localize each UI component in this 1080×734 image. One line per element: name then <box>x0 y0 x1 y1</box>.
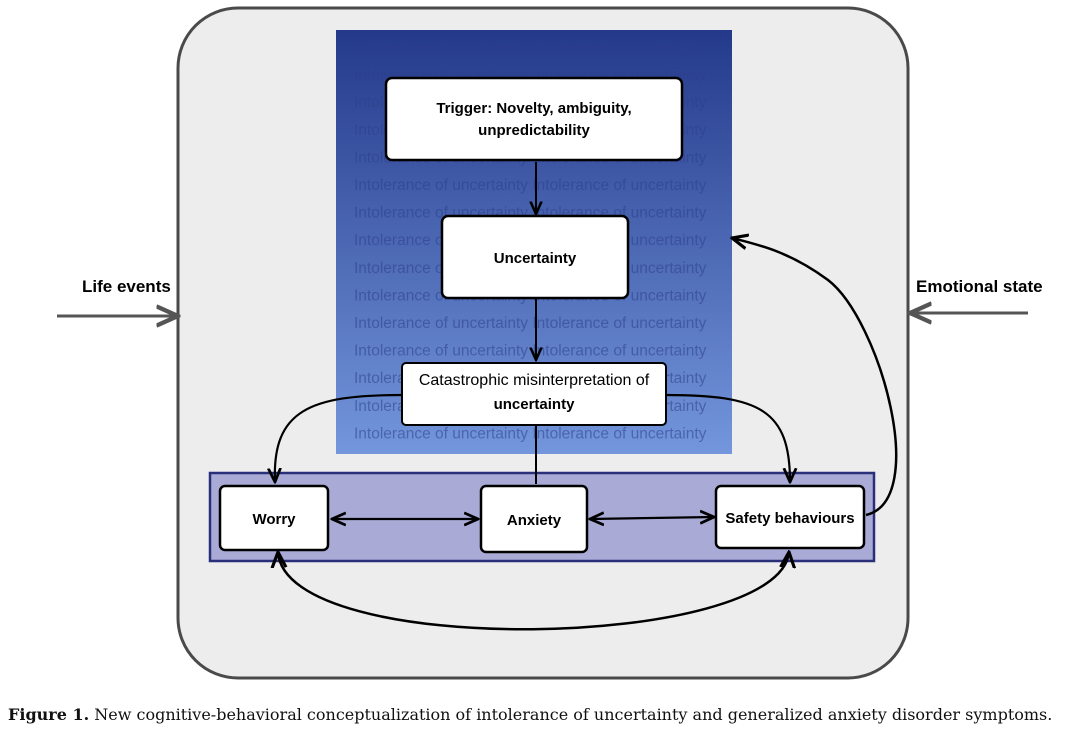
safety-behaviours-node <box>714 484 866 550</box>
arrow-catastrophic-to-worry <box>275 393 403 482</box>
arrow-catastrophic-to-safety <box>665 393 790 482</box>
anxiety-label: Anxiety <box>507 512 562 529</box>
figure-caption: Figure 1. New cognitive-behavioral conce… <box>8 705 1078 724</box>
life-events-label: Life events <box>82 277 171 296</box>
intolerance-background-line: Intolerance of uncertainty Intolerance o… <box>354 39 707 56</box>
arrow-anxiety-safety <box>590 517 714 519</box>
uncertainty-label: Uncertainty <box>494 250 577 267</box>
catastrophic-line2: uncertainty <box>494 396 576 413</box>
arrow-safety-to-uncertainty-feedback <box>732 238 898 517</box>
catastrophic-line1: Catastrophic misinterpretation of <box>419 372 650 389</box>
intolerance-background-line: Intolerance of uncertainty Intolerance o… <box>354 425 707 442</box>
intolerance-background-line: Intolerance of uncertainty Intolerance o… <box>354 315 707 332</box>
intolerance-background-line: Intolerance of uncertainty Intolerance o… <box>354 177 707 194</box>
safety-behaviours-label: Safety behaviours <box>725 510 854 527</box>
uncertainty-node <box>440 214 630 300</box>
figure-caption-text: New cognitive-behavioral conceptualizati… <box>89 705 1053 724</box>
worry-label: Worry <box>252 511 296 528</box>
anxiety-node <box>479 484 589 554</box>
trigger-node <box>384 76 684 162</box>
catastrophic-node <box>401 362 667 426</box>
trigger-line2: unpredictability <box>478 122 590 139</box>
trigger-line1: Trigger: Novelty, ambiguity, <box>436 100 631 117</box>
worry-node <box>218 484 330 552</box>
intolerance-background-line: Intolerance of uncertainty Intolerance o… <box>354 343 707 360</box>
arrow-worry-safety-loop <box>278 552 789 631</box>
figure-caption-lead: Figure 1. <box>8 705 90 724</box>
emotional-state-label: Emotional state <box>916 277 1043 296</box>
